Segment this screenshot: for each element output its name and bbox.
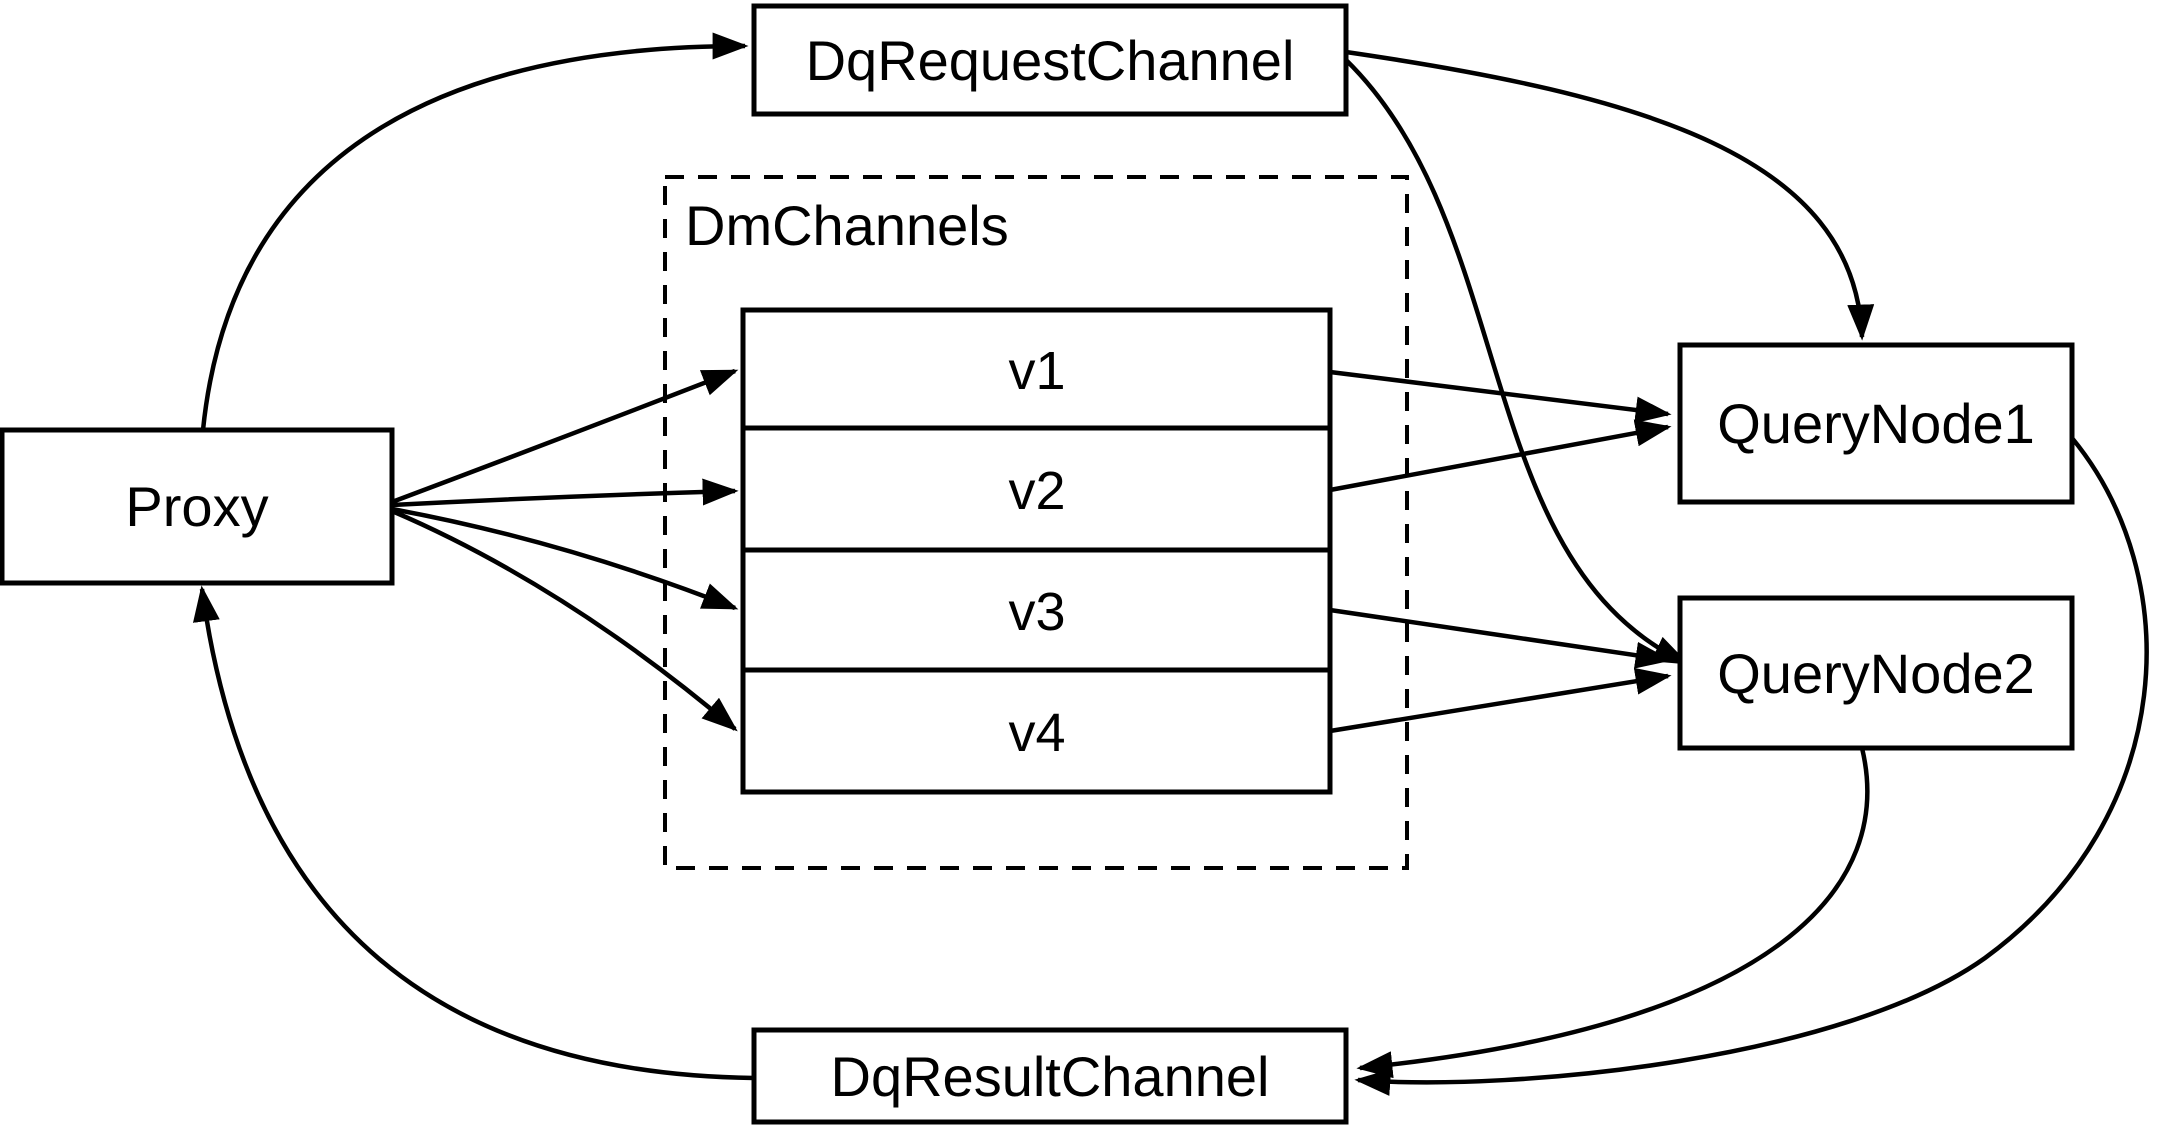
- dqrequestchannel-node: [751, 3, 1349, 117]
- querynode2-node: [1677, 595, 2075, 751]
- dmchannels-group-label: DmChannels: [685, 194, 1009, 257]
- edge-dqresultchannel-to-proxy: [192, 585, 755, 1081]
- dmchannels-group-box: [663, 175, 1409, 870]
- edge-proxy-to-dqrequestchannel: [200, 32, 749, 431]
- edge-querynode1-to-dqresultchannel: [1354, 436, 2149, 1096]
- edge-dqrequestchannel-to-querynode1: [1345, 49, 1875, 341]
- edge-proxy-to-v1: [391, 368, 739, 505]
- dmchannel-row-v1: [740, 307, 1333, 431]
- edge-dqrequestchannel-to-querynode2: [1344, 58, 1690, 666]
- proxy-node: [0, 427, 395, 586]
- edge-proxy-to-v4: [391, 508, 738, 732]
- edge-v3-to-querynode2: [1329, 607, 1672, 669]
- dmchannel-row-v2-label: v2: [1008, 461, 1065, 521]
- dmchannel-row-v1-label: v1: [1008, 341, 1065, 401]
- dmchannel-row-v4-label: v4: [1008, 703, 1065, 763]
- dmchannel-row-v4: [740, 667, 1333, 795]
- edge-v1-to-querynode1: [1329, 369, 1672, 424]
- edge-v2-to-querynode1: [1329, 419, 1672, 493]
- dqresultchannel-label: DqResultChannel: [831, 1045, 1270, 1108]
- dmchannel-row-v2: [740, 425, 1333, 553]
- dmchannel-row-v3-label: v3: [1008, 582, 1065, 642]
- edge-v4-to-querynode2: [1329, 667, 1672, 734]
- querynode1-label: QueryNode1: [1717, 392, 2035, 455]
- edge-proxy-to-v2: [391, 478, 739, 508]
- edge-querynode2-to-dqresultchannel: [1356, 747, 1870, 1079]
- dqresultchannel-node: [751, 1027, 1349, 1125]
- querynode2-label: QueryNode2: [1717, 642, 2035, 705]
- dqrequestchannel-label: DqRequestChannel: [806, 29, 1295, 92]
- edge-proxy-to-v3: [391, 506, 739, 611]
- querynode1-node: [1677, 342, 2075, 505]
- proxy-label: Proxy: [125, 475, 268, 538]
